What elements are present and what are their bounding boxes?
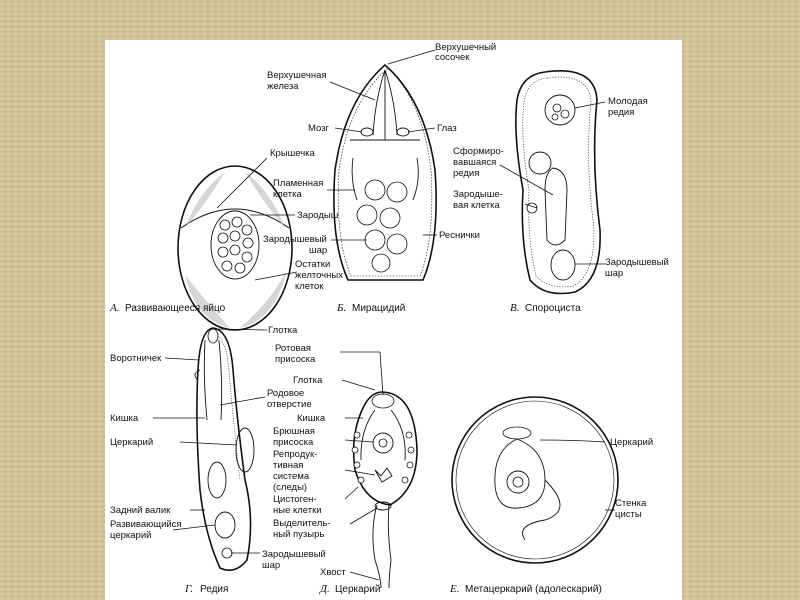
brain-right — [397, 128, 409, 136]
label-d-oral-2: присоска — [275, 354, 316, 365]
label-g-pharynx: Глотка — [268, 325, 298, 336]
germ-cell-v — [527, 203, 537, 213]
germ-ball-v-1 — [529, 152, 551, 174]
label-d-oral-1: Ротовая — [275, 343, 311, 354]
label-e-wall-2: цисты — [615, 509, 642, 520]
formed-redia — [545, 168, 567, 245]
label-g-germball-1: Зародышевый — [262, 549, 326, 560]
label-d-cysto-1: Цистоген- — [273, 494, 317, 505]
cercaria-tail — [373, 505, 391, 588]
brain-left — [361, 128, 373, 136]
metacercaria-body — [495, 439, 545, 508]
metacercaria-tail — [523, 480, 561, 540]
label-v-young-2: редия — [608, 107, 634, 118]
label-a-yolk-3: клеток — [295, 281, 324, 292]
label-e-cercaria: Церкарий — [610, 437, 653, 448]
label-b-flame-2: клетка — [273, 189, 302, 200]
label-g-birth-1: Родовое — [267, 388, 304, 399]
label-a-yolk-2: желточных — [295, 270, 343, 281]
cercaria-body — [354, 392, 417, 505]
label-g-dev-2: церкарий — [110, 530, 151, 541]
redia-cercaria — [236, 428, 254, 472]
label-d-repro-4: (следы) — [273, 482, 307, 493]
label-b-eye: Глаз — [437, 123, 457, 134]
caption-d: Церкарий — [335, 584, 380, 595]
label-b-gland-2: железа — [267, 81, 299, 92]
cyst-wall — [452, 397, 618, 563]
label-d-ventral-1: Брюшная — [273, 426, 315, 437]
apical-gland — [373, 70, 397, 140]
developing-cercaria — [215, 512, 235, 538]
label-g-rear-ridge: Задний валик — [110, 505, 171, 516]
metacercaria-oral-sucker — [503, 427, 531, 439]
trematode-life-cycle-diagram: Крышечка Зародыш Остатки желточных клето… — [105, 40, 682, 600]
label-a-embryo: Зародыш — [297, 210, 338, 221]
label-g-dev-1: Развивающийся — [110, 519, 182, 530]
label-g-cercaria: Церкарий — [110, 437, 153, 448]
label-v-germcell-2: вая клетка — [453, 200, 500, 211]
label-d-pharynx: Глотка — [293, 375, 323, 386]
label-v-young-1: Молодая — [608, 96, 648, 107]
label-d-repro-1: Репродук- — [273, 449, 317, 460]
label-d-repro-2: тивная — [273, 460, 303, 471]
label-v-formed-3: редия — [453, 168, 479, 179]
germ-ball-v-2 — [551, 250, 575, 280]
label-b-germball-2: шар — [309, 245, 327, 256]
label-e-wall-1: Стенка — [615, 498, 647, 509]
germ-balls-b — [357, 180, 407, 272]
figure-plate: Крышечка Зародыш Остатки желточных клето… — [105, 40, 682, 600]
caption-v-letter: В. — [510, 302, 519, 314]
caption-e: Метацеркарий (адолескарий) — [465, 584, 602, 595]
label-v-germball-1: Зародышевый — [605, 257, 669, 268]
caption-d-letter: Д. — [319, 583, 330, 595]
label-b-cilia: Реснички — [439, 230, 480, 241]
caption-a-letter: А. — [109, 302, 119, 314]
cercaria-gut — [361, 410, 405, 460]
label-v-germball-2: шар — [605, 268, 623, 279]
caption-b-letter: Б. — [336, 302, 346, 314]
label-v-formed-1: Сформиро- — [453, 146, 504, 157]
label-d-cysto-2: ные клетки — [273, 505, 322, 516]
caption-e-letter: Е. — [449, 583, 459, 595]
label-b-brain: Мозг — [308, 123, 330, 134]
label-d-tail: Хвост — [320, 567, 346, 578]
label-b-gland-1: Верхушечная — [267, 70, 327, 81]
label-a-yolk-1: Остатки — [295, 259, 330, 270]
caption-a: Развивающееся яйцо — [125, 303, 226, 314]
redia-gut — [204, 340, 221, 420]
embryo-cells — [218, 217, 253, 273]
label-g-germball-2: шар — [262, 560, 280, 571]
caption-b: Мирацидий — [352, 303, 405, 314]
label-d-excr-1: Выделитель- — [273, 518, 330, 529]
reproductive-traces — [375, 468, 392, 482]
redia-pharynx — [208, 329, 218, 343]
caption-g: Редия — [200, 584, 228, 595]
panel-e-metacercaria: Церкарий Стенка цисты Е. Метацеркарий (а… — [449, 397, 653, 595]
germ-ball-g — [222, 548, 232, 558]
caption-v: Спороциста — [525, 303, 581, 314]
label-v-formed-2: вавшаяся — [453, 157, 496, 168]
oral-sucker — [372, 394, 394, 408]
label-d-ventral-2: присоска — [273, 437, 314, 448]
label-a-lid: Крышечка — [270, 148, 316, 159]
label-g-collar: Воротничек — [110, 353, 162, 364]
label-d-gut: Кишка — [297, 413, 326, 424]
label-g-birth-2: отверстие — [267, 399, 312, 410]
redia-body — [197, 328, 251, 570]
label-b-germball-1: Зародышевый — [263, 234, 327, 245]
panel-v-sporocyst: Молодая редия Сформиро- вавшаяся редия З… — [453, 71, 669, 314]
label-d-repro-3: система — [273, 471, 310, 482]
label-d-excr-2: ный пузырь — [273, 529, 324, 540]
label-b-papilla-2: сосочек — [435, 52, 470, 63]
label-g-gut: Кишка — [110, 413, 139, 424]
label-b-flame-1: Пламенная — [273, 178, 323, 189]
label-v-germcell-1: Зародыше- — [453, 189, 503, 200]
caption-g-letter: Г. — [184, 583, 193, 595]
